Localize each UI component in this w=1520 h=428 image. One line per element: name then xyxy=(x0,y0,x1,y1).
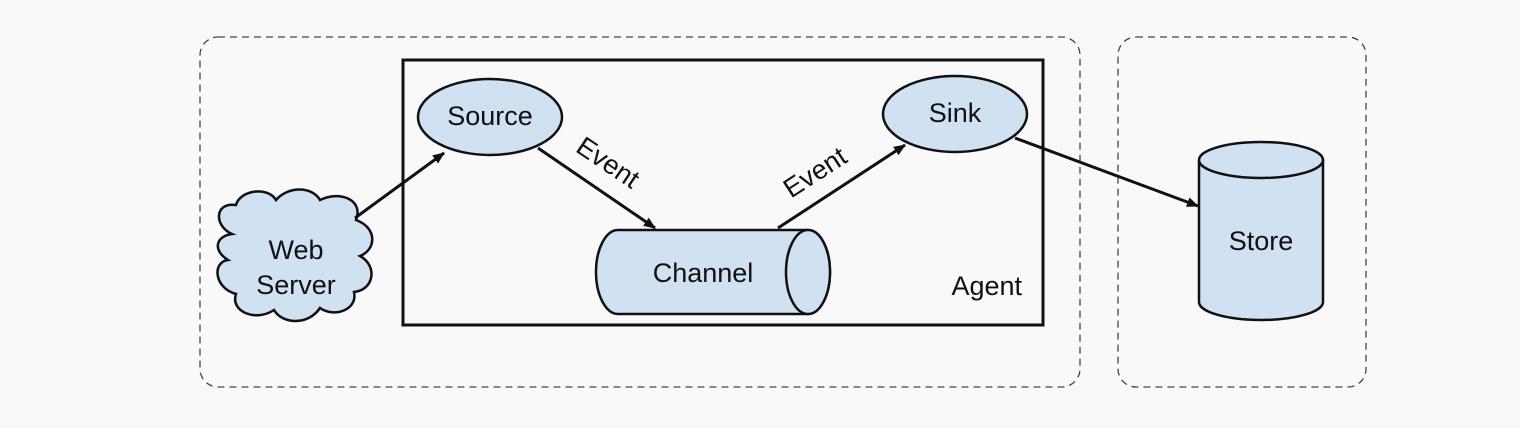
sink-label: Sink xyxy=(929,98,982,128)
channel-node: Channel xyxy=(594,228,832,316)
sink-node: Sink xyxy=(881,74,1029,154)
source-label: Source xyxy=(447,101,533,131)
store-label: Store xyxy=(1229,226,1294,256)
store-cylinder-body xyxy=(1197,160,1325,322)
arrow-webserver-to-source xyxy=(354,151,445,220)
event-label-source-channel: Event xyxy=(571,131,645,195)
channel-cylinder-end xyxy=(784,228,832,316)
cloud-shape xyxy=(216,188,374,323)
web-host-boundary xyxy=(199,36,1081,388)
arrow-sink-to-store xyxy=(1014,136,1199,208)
web-server-label-line1: Web xyxy=(268,235,323,265)
sink-ellipse xyxy=(881,74,1029,154)
event-label-channel-sink: Event xyxy=(778,141,853,204)
arrow-source-to-channel xyxy=(537,146,656,230)
arrow-channel-to-sink xyxy=(777,143,906,230)
channel-label: Channel xyxy=(653,258,754,288)
source-node: Source xyxy=(416,77,564,157)
agent-box xyxy=(401,58,1045,327)
source-ellipse xyxy=(416,77,564,157)
store-node: Store xyxy=(1197,140,1325,322)
store-cylinder-top xyxy=(1197,140,1325,180)
web-server-label-line2: Server xyxy=(256,270,336,300)
store-host-boundary xyxy=(1117,36,1367,388)
agent-label: Agent xyxy=(951,271,1022,301)
web-server-node: Web Server xyxy=(216,188,374,323)
